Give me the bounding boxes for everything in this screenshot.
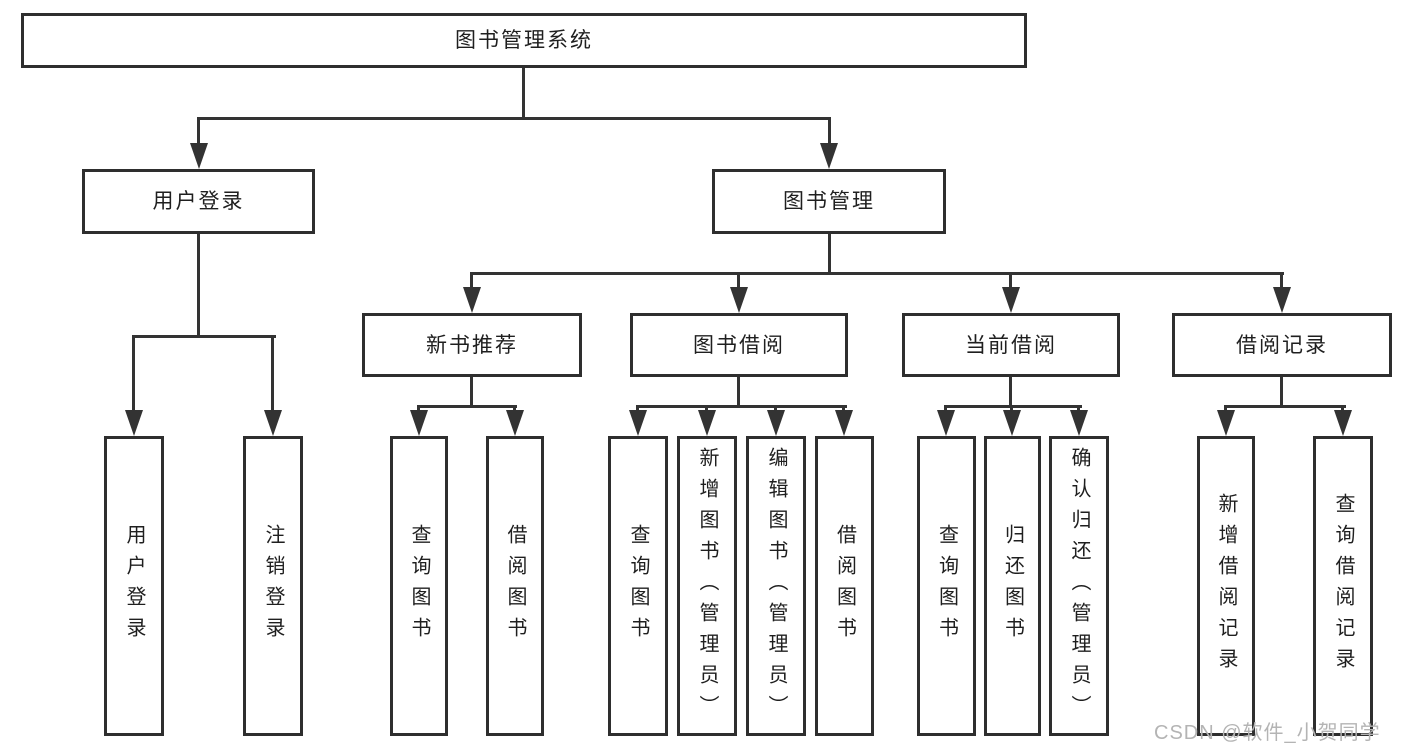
- connector-line: [1341, 405, 1344, 412]
- connector-line: [197, 117, 831, 120]
- arrow-down-icon: [1070, 410, 1088, 436]
- connector-line: [197, 234, 200, 338]
- connector-line: [513, 405, 516, 412]
- leaf-query-books-2-label: 查询图书: [627, 524, 649, 648]
- leaf-confirm-return-admin: 确认归还（管理员）: [1049, 436, 1109, 736]
- arrow-down-icon: [767, 410, 785, 436]
- leaf-edit-books-admin: 编辑图书（管理员）: [746, 436, 806, 736]
- connector-line: [132, 335, 276, 338]
- connector-line: [1224, 405, 1227, 412]
- connector-line: [417, 405, 420, 412]
- leaf-add-borrow-record: 新增借阅记录: [1197, 436, 1255, 736]
- connector-line: [737, 272, 740, 289]
- leaf-add-borrow-record-label: 新增借阅记录: [1215, 493, 1237, 679]
- arrow-down-icon: [463, 287, 481, 313]
- leaf-edit-books-admin-label: 编辑图书（管理员）: [765, 446, 787, 726]
- node-book-management-label: 图书管理: [783, 190, 875, 213]
- connector-line: [828, 117, 831, 145]
- leaf-query-books-2: 查询图书: [608, 436, 668, 736]
- leaf-query-borrow-record-label: 查询借阅记录: [1332, 493, 1354, 679]
- node-book-borrow: 图书借阅: [630, 313, 848, 377]
- node-user-login-label: 用户登录: [152, 190, 245, 213]
- connector-line: [828, 234, 831, 275]
- leaf-user-login-label: 用户登录: [123, 524, 145, 648]
- arrow-down-icon: [730, 287, 748, 313]
- leaf-borrow-books-1-label: 借阅图书: [504, 524, 526, 648]
- leaf-return-books-label: 归还图书: [1001, 524, 1024, 648]
- arrow-down-icon: [698, 410, 716, 436]
- connector-line: [842, 405, 845, 412]
- arrow-down-icon: [1273, 287, 1291, 313]
- node-new-book-recommend-label: 新书推荐: [426, 333, 518, 357]
- node-library-system-label: 图书管理系统: [455, 29, 593, 52]
- connector-line: [1280, 377, 1283, 408]
- connector-line: [774, 405, 777, 412]
- node-borrow-record: 借阅记录: [1172, 313, 1392, 377]
- leaf-borrow-books-1: 借阅图书: [486, 436, 544, 736]
- connector-line: [1224, 405, 1346, 408]
- connector-line: [522, 68, 525, 120]
- arrow-down-icon: [1003, 410, 1021, 436]
- connector-line: [636, 405, 639, 412]
- connector-line: [417, 405, 517, 408]
- arrow-down-icon: [1217, 410, 1235, 436]
- connector-line: [132, 335, 135, 412]
- watermark: CSDN @软件_小贺同学: [1154, 722, 1381, 744]
- node-current-borrow: 当前借阅: [902, 313, 1120, 377]
- connector-line: [1280, 272, 1283, 289]
- leaf-logout-label: 注销登录: [262, 524, 284, 648]
- connector-line: [944, 405, 1082, 408]
- leaf-user-login: 用户登录: [104, 436, 164, 736]
- node-book-management: 图书管理: [712, 169, 946, 234]
- connector-line: [944, 405, 947, 412]
- arrow-down-icon: [1334, 410, 1352, 436]
- leaf-add-books-admin: 新增图书（管理员）: [677, 436, 737, 736]
- connector-line: [1009, 272, 1012, 289]
- arrow-down-icon: [125, 410, 143, 436]
- connector-line: [705, 405, 708, 412]
- leaf-borrow-books-2: 借阅图书: [815, 436, 874, 736]
- node-library-system: 图书管理系统: [21, 13, 1027, 68]
- arrow-down-icon: [835, 410, 853, 436]
- connector-line: [1077, 405, 1080, 412]
- leaf-borrow-books-2-label: 借阅图书: [833, 524, 856, 648]
- arrow-down-icon: [937, 410, 955, 436]
- connector-line: [197, 117, 200, 145]
- leaf-logout: 注销登录: [243, 436, 303, 736]
- connector-line: [1009, 377, 1012, 408]
- arrow-down-icon: [629, 410, 647, 436]
- leaf-query-borrow-record: 查询借阅记录: [1313, 436, 1373, 736]
- leaf-query-books-3-label: 查询图书: [935, 524, 958, 648]
- node-new-book-recommend: 新书推荐: [362, 313, 582, 377]
- connector-line: [636, 405, 847, 408]
- node-current-borrow-label: 当前借阅: [965, 333, 1057, 357]
- node-book-borrow-label: 图书借阅: [693, 333, 785, 357]
- leaf-confirm-return-admin-label: 确认归还（管理员）: [1068, 446, 1090, 726]
- arrow-down-icon: [264, 410, 282, 436]
- node-user-login: 用户登录: [82, 169, 315, 234]
- connector-line: [470, 377, 473, 408]
- arrow-down-icon: [506, 410, 524, 436]
- leaf-return-books: 归还图书: [984, 436, 1041, 736]
- connector-line: [737, 377, 740, 408]
- node-borrow-record-label: 借阅记录: [1236, 333, 1328, 357]
- leaf-query-books-1-label: 查询图书: [408, 524, 430, 648]
- arrow-down-icon: [410, 410, 428, 436]
- connector-line: [271, 335, 274, 412]
- connector-line: [1010, 405, 1013, 412]
- arrow-down-icon: [190, 143, 208, 169]
- leaf-query-books-1: 查询图书: [390, 436, 448, 736]
- arrow-down-icon: [1002, 287, 1020, 313]
- arrow-down-icon: [820, 143, 838, 169]
- leaf-query-books-3: 查询图书: [917, 436, 976, 736]
- connector-line: [470, 272, 1284, 275]
- leaf-add-books-admin-label: 新增图书（管理员）: [696, 446, 718, 726]
- connector-line: [470, 272, 473, 289]
